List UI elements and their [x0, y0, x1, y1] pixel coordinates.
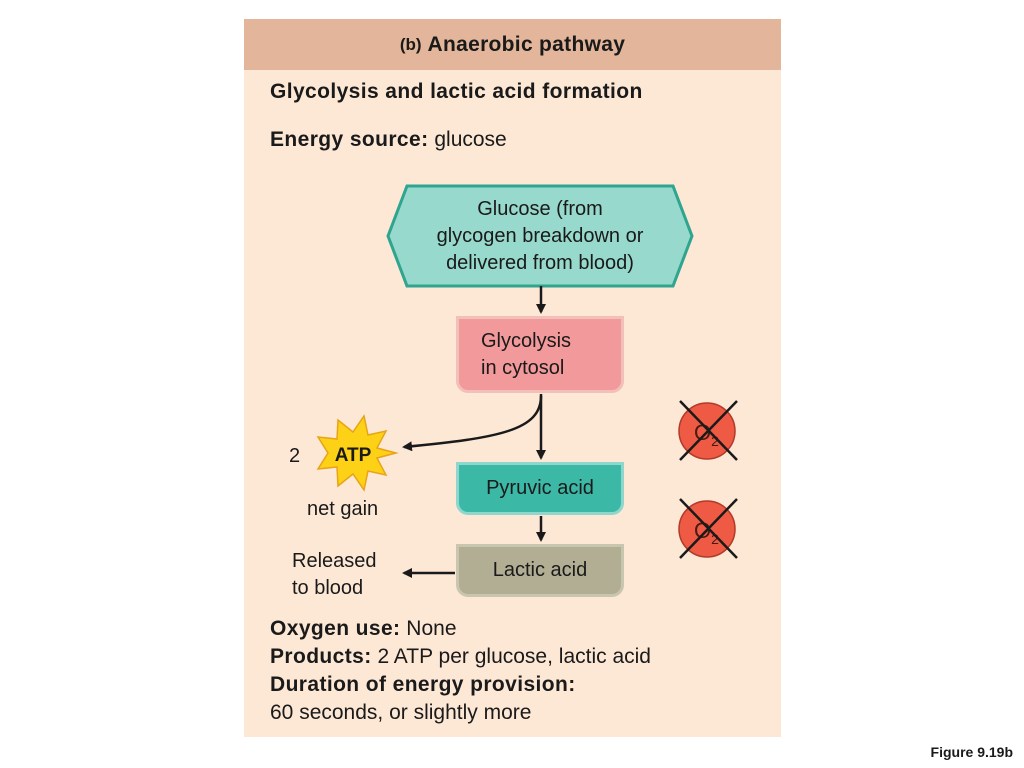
figure-panel: (b) Anaerobic pathway: [244, 19, 781, 737]
atp-label: ATP: [335, 445, 372, 466]
duration-label: Duration of energy provision:: [270, 673, 576, 696]
pathway-subtitle: Glycolysis and lactic acid formation: [270, 80, 643, 103]
lactic-acid-label: Lactic acid: [492, 559, 588, 581]
released-line: Released: [292, 550, 377, 572]
svg-text:O2: O2: [694, 420, 719, 449]
arrow-to-atp: [402, 395, 543, 452]
o2-subscript: 2: [711, 531, 719, 547]
glucose-hexagon: [386, 184, 694, 288]
panel-header: (b) Anaerobic pathway: [244, 19, 781, 70]
glucose-line: delivered from blood): [446, 251, 634, 274]
atp-count: 2: [289, 445, 300, 467]
energy-source-line: Energy source: glucose: [270, 128, 507, 152]
glucose-line: glycogen breakdown or: [436, 224, 644, 247]
net-gain-label: net gain: [307, 498, 379, 520]
lactic-acid-node: Lactic acid: [456, 544, 624, 597]
o2-letter: O: [694, 518, 711, 543]
duration-value: 60 seconds, or slightly more: [270, 701, 532, 724]
panel-letter: (b): [399, 34, 422, 54]
glycolysis-line: in cytosol: [481, 356, 565, 379]
pyruvic-acid-node: Pyruvic acid: [456, 462, 624, 515]
oxygen-use-line: Oxygen use: None: [270, 617, 457, 641]
panel-title: Anaerobic pathway: [427, 32, 626, 56]
oxygen-use-label: Oxygen use:: [270, 617, 401, 640]
products-line: Products: 2 ATP per glucose, lactic acid: [270, 645, 651, 669]
energy-source-value: glucose: [434, 128, 507, 151]
duration-value-line: 60 seconds, or slightly more: [270, 701, 531, 725]
products-value: 2 ATP per glucose, lactic acid: [377, 645, 651, 668]
glucose-line: Glucose (from: [477, 197, 603, 220]
glycolysis-line: Glycolysis: [481, 329, 572, 352]
released-label: Released to blood: [292, 548, 377, 602]
products-label: Products:: [270, 645, 372, 668]
pyruvic-acid-label: Pyruvic acid: [486, 477, 594, 499]
released-line: to blood: [292, 577, 364, 599]
oxygen-use-value: None: [406, 617, 457, 640]
o2-subscript: 2: [711, 433, 719, 449]
figure-label: Figure 9.19b: [930, 744, 1013, 760]
duration-line: Duration of energy provision:: [270, 673, 576, 697]
no-oxygen-icon: O2: [678, 498, 738, 559]
svg-text:O2: O2: [694, 518, 719, 547]
glucose-node: Glucose (from glycogen breakdown or deli…: [405, 194, 675, 278]
o2-letter: O: [694, 420, 711, 445]
atp-starburst: [316, 414, 399, 492]
no-oxygen-icon: O2: [678, 400, 738, 461]
energy-source-label: Energy source:: [270, 128, 429, 151]
glycolysis-node: Glycolysis in cytosol: [456, 316, 624, 393]
